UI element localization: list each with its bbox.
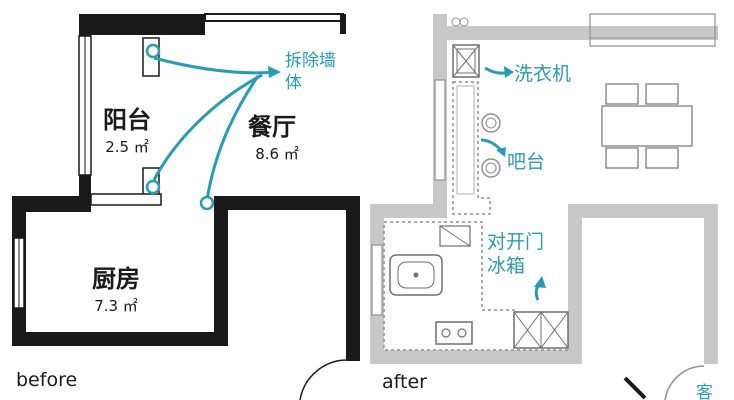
top-fixture-b — [459, 17, 469, 27]
after-kitchen-window — [371, 244, 383, 316]
annotation-text-line1: 拆除墙 — [285, 51, 336, 71]
kitchen-top-wall — [12, 196, 91, 212]
balcony-area: 2.5 ㎡ — [105, 138, 149, 156]
washer-label: 洗衣机 — [514, 63, 571, 85]
top-fixture-a — [451, 17, 461, 27]
kitchen-area: 7.3 ㎡ — [94, 297, 138, 315]
marker-circle-middle — [145, 179, 161, 195]
top-window — [204, 13, 344, 22]
kitchen-name: 厨房 — [92, 265, 140, 293]
after-corridor-wall — [568, 204, 718, 218]
after-balcony-window — [434, 79, 446, 181]
bar-stool-bottom-inner — [485, 162, 497, 174]
washer-arrowhead — [504, 66, 514, 78]
before-caption: before — [16, 369, 77, 391]
burner-right — [457, 328, 467, 338]
after-plan: 洗衣机 吧台 对开门 冰箱 客 after — [370, 13, 718, 400]
before-plan: 阳台 2.5 ㎡ 餐厅 8.6 ㎡ 厨房 7.3 ㎡ 拆除墙 体 before — [12, 13, 360, 400]
annotation-line-top — [153, 56, 277, 75]
after-door-arc — [664, 365, 705, 400]
door-arc — [299, 359, 347, 400]
fridge-cross-d — [540, 311, 569, 349]
dark-line — [623, 376, 647, 400]
balcony-wall-top — [79, 14, 91, 36]
dining-table — [601, 105, 693, 147]
after-right-wall — [568, 204, 582, 364]
top-cabinet — [589, 13, 716, 47]
sink-basin — [397, 261, 435, 289]
annotation-line-bottom — [205, 75, 260, 201]
bar-arrowhead — [496, 147, 506, 157]
washer-inner — [456, 48, 476, 74]
burner-left — [441, 328, 451, 338]
chair-3 — [605, 147, 639, 169]
kitchen-bottom-wall — [12, 332, 227, 346]
balcony-wall-bottom — [79, 175, 91, 197]
top-right-wall — [340, 14, 346, 34]
corridor-top-wall — [214, 196, 360, 210]
after-kitchen-top-wall — [370, 204, 447, 218]
fridge-cross-b — [513, 311, 542, 349]
annotation-arrowhead — [268, 66, 281, 78]
chair-2 — [645, 83, 679, 105]
kitchen-right-wall — [214, 196, 228, 346]
dining-name: 餐厅 — [248, 113, 296, 141]
bar-stool-top — [481, 113, 501, 133]
fridge-arrowhead — [534, 276, 546, 288]
fridge-label-line1: 对开门 — [487, 231, 544, 253]
sink-drain — [413, 272, 419, 278]
bar-counter-inner — [456, 85, 475, 195]
dining-area: 8.6 ㎡ — [255, 145, 299, 163]
partition-wall-top — [142, 37, 160, 77]
partial-room-label: 客 — [696, 383, 713, 400]
after-top-wall — [433, 26, 718, 40]
marker-circle-top — [145, 43, 161, 59]
balcony-bottom-strip — [90, 193, 162, 206]
chair-1 — [605, 83, 639, 105]
after-caption: after — [382, 371, 427, 393]
annotation-text-line2: 体 — [285, 73, 302, 93]
chair-4 — [645, 147, 679, 169]
marker-circle-bottom — [199, 195, 215, 211]
balcony-name: 阳台 — [103, 106, 151, 134]
top-wall — [79, 14, 205, 35]
fridge-label-line2: 冰箱 — [487, 255, 525, 277]
stove — [435, 321, 473, 345]
small-cabinet-line — [439, 225, 471, 247]
annotation-line-middle — [152, 73, 263, 181]
after-kitchen-bottom-wall — [370, 350, 575, 364]
bar-stool-bottom — [481, 158, 501, 178]
bar-label: 吧台 — [507, 151, 545, 173]
bar-counter — [452, 81, 491, 215]
right-wall — [346, 196, 360, 361]
after-far-right-wall — [704, 204, 718, 364]
bar-stool-top-inner — [485, 117, 497, 129]
